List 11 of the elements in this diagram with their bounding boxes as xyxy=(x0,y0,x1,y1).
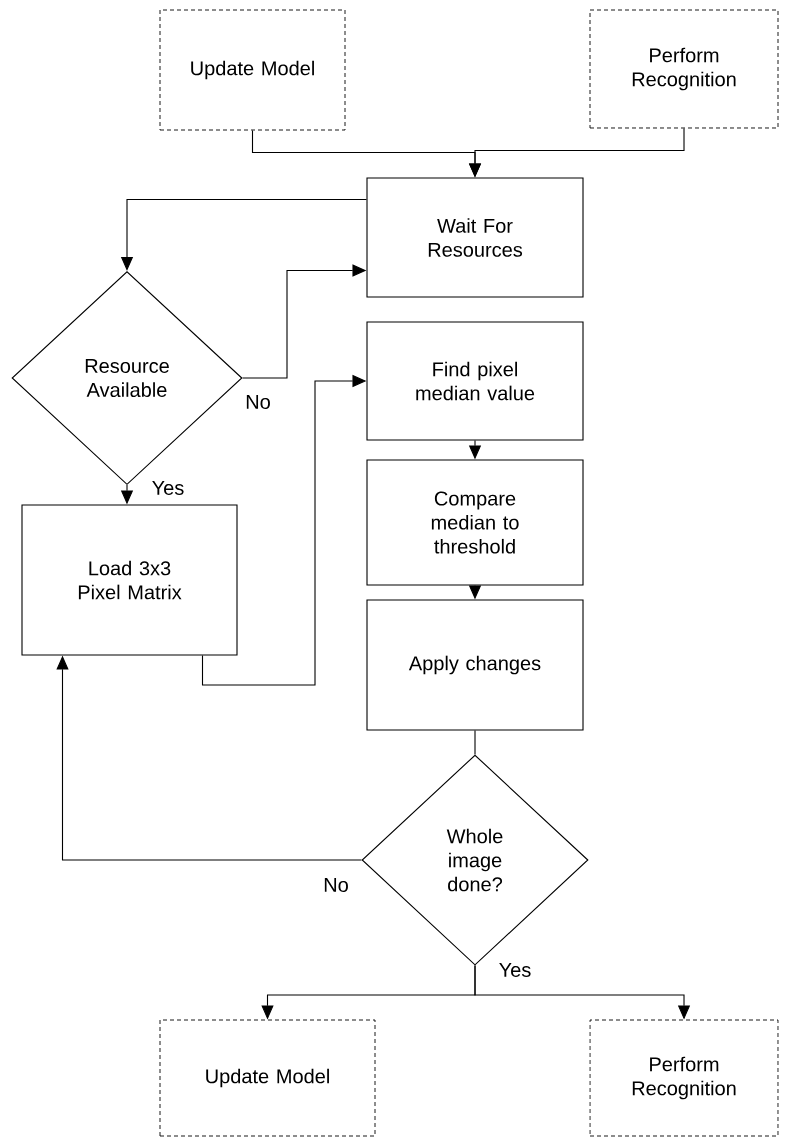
edge-label: No xyxy=(244,394,272,410)
process-box: Compare median to threshold xyxy=(366,459,584,586)
process-box: Load 3x3 Pixel Matrix xyxy=(21,504,238,656)
edge-label: No xyxy=(322,877,350,893)
process-box: Wait For Resources xyxy=(366,177,584,298)
terminal-box: Update Model xyxy=(159,1019,376,1137)
terminal-box: Update Model xyxy=(159,9,346,131)
process-box: Find pixel median value xyxy=(366,321,584,441)
terminal-box: Perform Recognition xyxy=(589,1019,779,1137)
terminal-box: Perform Recognition xyxy=(589,9,779,129)
process-box: Apply changes xyxy=(366,599,584,731)
